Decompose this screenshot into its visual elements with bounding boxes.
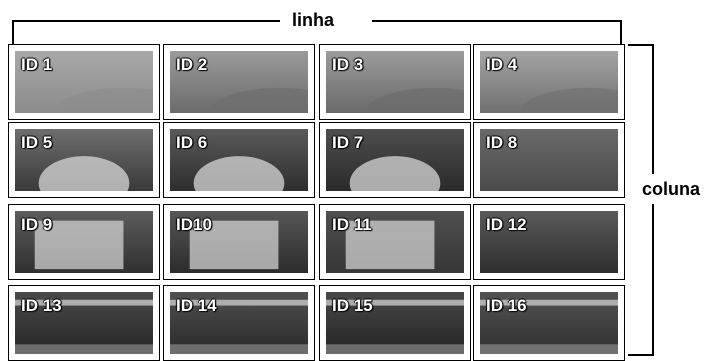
tile-photo: ID 3 <box>326 51 464 113</box>
tile-photo: ID 8 <box>480 129 618 191</box>
tile-10: ID10 <box>163 204 315 280</box>
tile-id-label: ID 8 <box>486 133 517 153</box>
tile-id-label: ID 13 <box>21 296 62 316</box>
tile-id-label: ID 4 <box>486 55 517 75</box>
tile-photo: ID 6 <box>170 129 308 191</box>
column-bracket-top-stub <box>628 44 654 46</box>
tile-id-label: ID 1 <box>21 55 52 75</box>
tile-photo: ID 4 <box>480 51 618 113</box>
tile-photo: ID 5 <box>15 129 153 191</box>
tile-11: ID 11 <box>319 204 471 280</box>
tile-id-label: ID 5 <box>21 133 52 153</box>
column-bracket-line-top <box>652 44 654 174</box>
tile-id-label: ID 15 <box>332 296 373 316</box>
tile-id-label: ID 14 <box>176 296 217 316</box>
tile-photo: ID 2 <box>170 51 308 113</box>
tile-id-label: ID 12 <box>486 215 527 235</box>
tile-9: ID 9 <box>8 204 160 280</box>
column-bracket-line-bottom <box>652 204 654 356</box>
tile-id-label: ID 16 <box>486 296 527 316</box>
tile-7: ID 7 <box>319 122 471 198</box>
tile-3: ID 3 <box>319 44 471 120</box>
tile-photo: ID 16 <box>480 292 618 354</box>
tile-16: ID 16 <box>473 285 625 361</box>
tile-4: ID 4 <box>473 44 625 120</box>
tile-15: ID 15 <box>319 285 471 361</box>
tile-photo: ID 1 <box>15 51 153 113</box>
row-label: linha <box>292 11 334 29</box>
tile-id-label: ID 7 <box>332 133 363 153</box>
tile-id-label: ID10 <box>176 215 212 235</box>
tile-id-label: ID 11 <box>332 215 372 235</box>
tile-2: ID 2 <box>163 44 315 120</box>
tile-photo: ID 14 <box>170 292 308 354</box>
tile-photo: ID 12 <box>480 211 618 273</box>
tile-5: ID 5 <box>8 122 160 198</box>
row-bracket-right-stub <box>620 20 622 44</box>
tile-12: ID 12 <box>473 204 625 280</box>
tile-13: ID 13 <box>8 285 160 361</box>
row-bracket-left-stub <box>12 20 14 44</box>
tile-photo: ID 11 <box>326 211 464 273</box>
column-label: coluna <box>642 180 700 198</box>
tile-photo: ID 9 <box>15 211 153 273</box>
tile-id-label: ID 9 <box>21 215 52 235</box>
row-bracket-line-right <box>372 20 622 22</box>
tile-id-label: ID 6 <box>176 133 207 153</box>
tile-id-label: ID 3 <box>332 55 363 75</box>
tile-photo: ID 13 <box>15 292 153 354</box>
tile-1: ID 1 <box>8 44 160 120</box>
tile-6: ID 6 <box>163 122 315 198</box>
tile-photo: ID10 <box>170 211 308 273</box>
tile-14: ID 14 <box>163 285 315 361</box>
tile-8: ID 8 <box>473 122 625 198</box>
tile-id-label: ID 2 <box>176 55 207 75</box>
row-bracket-line-left <box>12 20 280 22</box>
tile-photo: ID 15 <box>326 292 464 354</box>
tile-photo: ID 7 <box>326 129 464 191</box>
column-bracket-bottom-stub <box>628 354 654 356</box>
